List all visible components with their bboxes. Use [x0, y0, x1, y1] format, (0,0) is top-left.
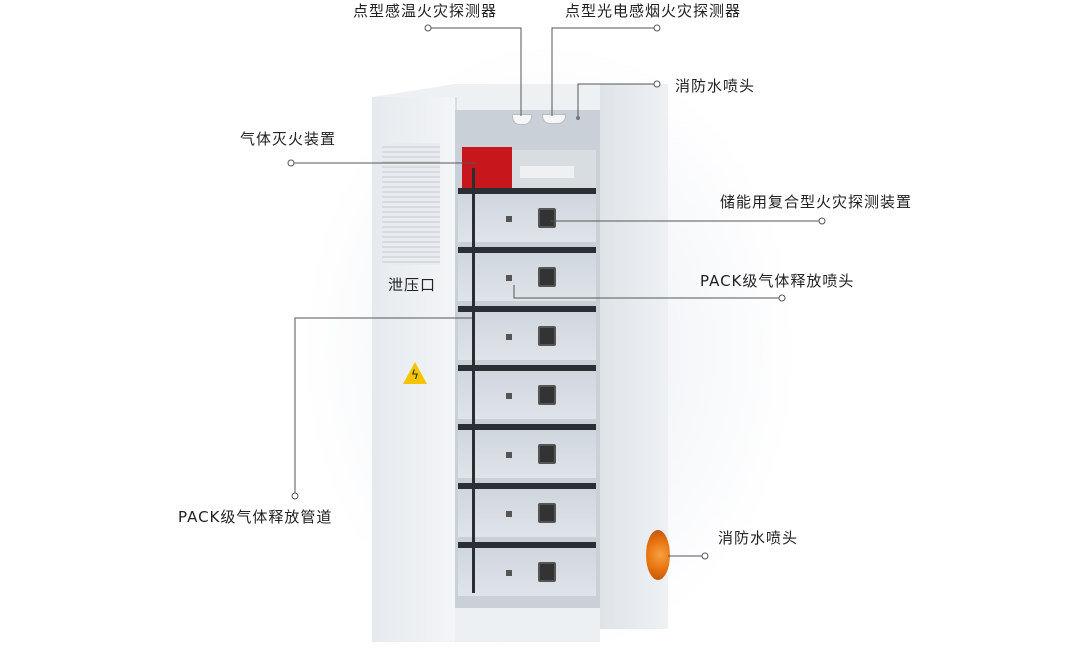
- pressure-relief-label: 泄压口: [388, 276, 437, 294]
- leader-sprinkler-top: [577, 83, 654, 116]
- side-sprinkler-nozzle: [646, 530, 670, 580]
- battery-pack-module: [458, 365, 596, 419]
- battery-pack-module: [458, 188, 596, 242]
- cabinet-base: [455, 608, 600, 642]
- leader-smoke-detector: [551, 27, 654, 116]
- leader-pack-nozzle: [513, 285, 779, 299]
- anchor-dot: [653, 24, 661, 32]
- heat-detector: [512, 114, 532, 125]
- composite-detector-unit: [538, 385, 556, 405]
- pack-nozzle: [506, 334, 512, 340]
- gas-extinguisher-unit: [462, 147, 512, 189]
- composite-detector-unit: [538, 444, 556, 464]
- label-heat-detector: 点型感温火灾探测器: [353, 2, 498, 20]
- anchor-dot: [653, 80, 661, 88]
- composite-detector-unit: [538, 208, 556, 228]
- pack-nozzle: [506, 511, 512, 517]
- pack-nozzle: [506, 393, 512, 399]
- battery-pack-module: [458, 306, 596, 360]
- label-sprinkler-side: 消防水喷头: [718, 529, 799, 547]
- battery-pack-module: [458, 483, 596, 537]
- anchor-dot: [424, 24, 432, 32]
- anchor-dot: [818, 217, 826, 225]
- anchor-dot: [287, 159, 295, 167]
- battery-pack-module: [458, 424, 596, 478]
- controller-display: [520, 166, 574, 178]
- label-smoke-detector: 点型光电感烟火灾探测器: [565, 2, 742, 20]
- lightning-glyph: ϟ: [411, 368, 419, 382]
- composite-detector-unit: [538, 267, 556, 287]
- top-sprinkler: [576, 116, 580, 120]
- label-sprinkler-top: 消防水喷头: [675, 77, 756, 95]
- label-pack-nozzle: PACK级气体释放喷头: [700, 272, 855, 290]
- anchor-dot: [291, 492, 299, 500]
- warning-icon: [403, 362, 427, 384]
- gas-pipe: [472, 168, 475, 593]
- composite-detector-unit: [538, 326, 556, 346]
- label-gas-extinguisher: 气体灭火装置: [240, 130, 337, 148]
- battery-pack-module: [458, 247, 596, 301]
- label-composite-detector: 储能用复合型火灾探测装置: [720, 193, 913, 211]
- leader-pack-pipe: [294, 317, 472, 493]
- composite-detector-unit: [538, 503, 556, 523]
- pack-nozzle: [506, 570, 512, 576]
- pack-nozzle: [506, 452, 512, 458]
- battery-pack-module: [458, 542, 596, 596]
- anchor-dot: [701, 552, 709, 560]
- leader-heat-detector: [431, 27, 522, 116]
- label-pack-pipe: PACK级气体释放管道: [178, 508, 333, 526]
- pack-nozzle: [506, 275, 512, 281]
- pack-nozzle: [506, 216, 512, 222]
- anchor-dot: [778, 294, 786, 302]
- composite-detector-unit: [538, 562, 556, 582]
